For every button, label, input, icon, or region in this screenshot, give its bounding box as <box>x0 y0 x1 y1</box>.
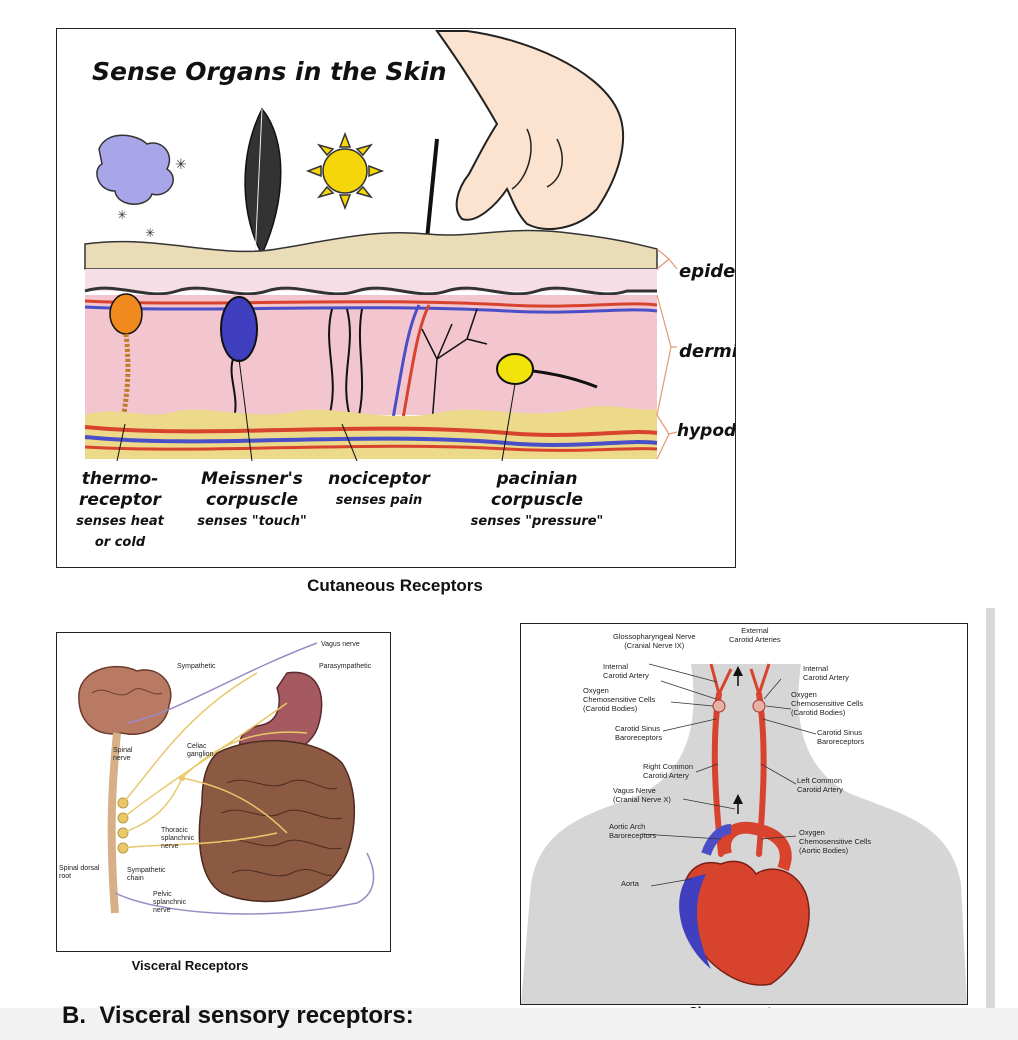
label-external-carotid-arteries: External Carotid Arteries <box>729 626 781 644</box>
label-internal-carotid-right: Internal Carotid Artery <box>803 664 849 682</box>
chemoreceptor-diagram-panel: External Carotid Arteries Glossopharynge… <box>520 623 968 1005</box>
label-aortic-bodies: Oxygen Chemosensitive Cells (Aortic Bodi… <box>799 828 872 855</box>
label-glossopharyngeal-nerve: Glossopharyngeal Nerve (Cranial Nerve IX… <box>613 632 696 650</box>
sun-icon <box>305 131 385 211</box>
label-carotid-sinus-right: Carotid Sinus Baroreceptors <box>817 728 865 746</box>
label-meissner-corpuscle: Meissner's corpuscle senses "touch" <box>197 469 307 529</box>
torso-silhouette <box>521 664 967 1004</box>
layer-label-dermis: dermis <box>679 341 735 362</box>
heart-illustration <box>679 821 810 986</box>
label-spinal-dorsal-root: Spinal dorsal root <box>59 865 100 880</box>
caption-visceral-receptors: Visceral Receptors <box>131 958 249 973</box>
visceral-diagram-panel: Vagus nerve Sympathetic Parasympathetic … <box>56 632 391 952</box>
layer-label-hypodermis: hypodermis <box>677 421 736 441</box>
label-thoracic-splanchnic-nerve: Thoracic splanchnic nerve <box>161 827 195 850</box>
needle-icon <box>425 138 439 240</box>
label-left-common-carotid: Left Common Carotid Artery <box>797 776 843 794</box>
cold-icon <box>96 134 174 205</box>
label-spinal-nerve: Spinal nerve <box>113 747 133 762</box>
label-sympathetic-chain: Sympathetic chain <box>127 867 166 882</box>
label-parasympathetic: Parasympathetic <box>319 663 372 670</box>
skin-illustration: ✳ ✳ ✳ <box>84 30 678 462</box>
label-aortic-arch-baroreceptors: Aortic Arch Baroreceptors <box>609 822 657 840</box>
layer-label-epidermis: epidermis <box>679 261 736 282</box>
svg-text:✳: ✳ <box>175 156 187 172</box>
label-thermoreceptor: thermo- receptor senses heat or cold <box>76 469 164 550</box>
label-carotid-sinus-left: Carotid Sinus Baroreceptors <box>615 724 663 742</box>
label-aorta: Aorta <box>621 879 639 888</box>
label-chemosensitive-cells-left: Oxygen Chemosensitive Cells (Carotid Bod… <box>583 686 656 713</box>
label-chemosensitive-cells-right: Oxygen Chemosensitive Cells (Carotid Bod… <box>791 690 864 717</box>
chemoreceptor-illustration <box>521 663 967 1004</box>
svg-text:✳: ✳ <box>145 226 155 240</box>
label-right-common-carotid: Right Common Carotid Artery <box>643 762 694 780</box>
skin-diagram-title: Sense Organs in the Skin <box>92 57 447 86</box>
caption-cutaneous-receptors: Cutaneous Receptors <box>307 576 483 595</box>
label-celiac-ganglion: Celiac ganglion <box>187 743 214 758</box>
label-sympathetic: Sympathetic <box>177 663 216 670</box>
svg-text:✳: ✳ <box>117 208 127 222</box>
bottom-overlay-bar <box>0 1008 1018 1040</box>
label-pelvic-splanchnic-nerve: Pelvic splanchnic nerve <box>153 891 187 914</box>
hand-illustration <box>435 30 625 230</box>
nociceptor-illustration <box>326 308 364 425</box>
vertical-scrollbar[interactable] <box>986 608 995 1028</box>
label-nociceptor: nociceptor senses pain <box>328 469 430 508</box>
label-pacinian-corpuscle: pacinian corpuscle senses "pressure" <box>470 469 604 529</box>
pacinian-corpuscle-illustration <box>496 353 598 389</box>
brain-illustration <box>78 665 172 735</box>
feather-icon <box>244 107 282 256</box>
section-heading-visceral-sensory-receptors: B. Visceral sensory receptors: <box>62 1002 414 1029</box>
label-vagus-nerve: Vagus nerve <box>321 641 360 648</box>
label-internal-carotid-left: Internal Carotid Artery <box>603 662 649 680</box>
visceral-illustration <box>78 642 375 915</box>
skin-diagram-panel: ✳ ✳ ✳ <box>56 28 736 568</box>
free-nerve-endings-illustration <box>421 308 488 425</box>
intestines-illustration <box>198 739 356 903</box>
label-vagus-nerve-chemo: Vagus Nerve (Cranial Nerve X) <box>613 786 671 804</box>
